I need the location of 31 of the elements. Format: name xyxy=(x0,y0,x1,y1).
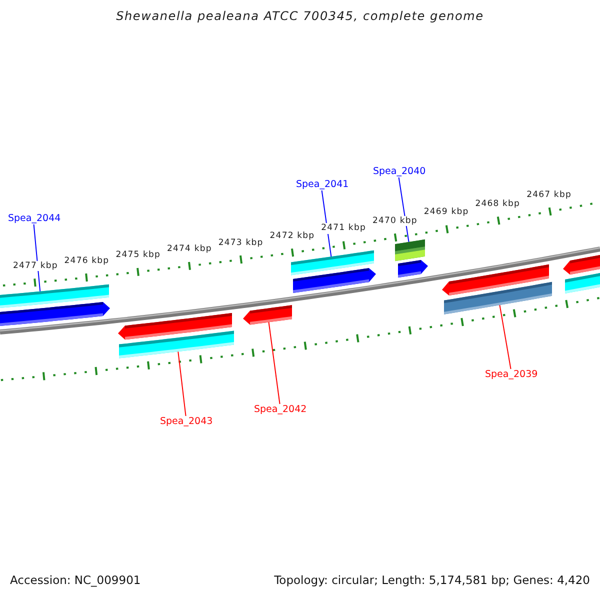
gene-label: Spea_2043 xyxy=(160,416,213,428)
tick-label: 2477 kbp xyxy=(12,260,59,271)
tick-label: 2468 kbp xyxy=(474,198,522,209)
map-title: Shewanella pealeana ATCC 700345, complete genome xyxy=(116,9,484,24)
tick-label: 2469 kbp xyxy=(422,207,470,218)
gene-feature xyxy=(563,255,600,275)
tick-label: 2473 kbp xyxy=(217,238,264,248)
gene-label: Spea_2039 xyxy=(485,369,538,380)
gene-feature xyxy=(0,302,110,326)
tick-label: 2471 kbp xyxy=(320,223,367,234)
gene-label: Spea_2042 xyxy=(254,404,307,416)
leader-line xyxy=(499,304,512,370)
leader-line xyxy=(268,322,280,404)
tick-label: 2467 kbp xyxy=(526,190,572,200)
gene-feature xyxy=(293,268,376,293)
accession-text: Accession: NC_009901 xyxy=(10,574,141,588)
feature-bar xyxy=(395,239,425,262)
gene-label: Spea_2044 xyxy=(8,213,61,224)
feature-bar xyxy=(119,330,234,358)
gene-label: Spea_2041 xyxy=(296,179,349,190)
tick-label: 2475 kbp xyxy=(114,250,162,260)
tick-label: 2476 kbp xyxy=(63,256,110,266)
gene-label: Spea_2040 xyxy=(373,166,426,178)
genome-summary-text: Topology: circular; Length: 5,174,581 bp; Genes: 4,420 xyxy=(274,574,590,588)
tick-label: 2472 kbp xyxy=(268,230,316,241)
tick-label: 2470 kbp xyxy=(372,216,418,226)
feature-bar xyxy=(444,282,552,314)
gene-feature xyxy=(398,260,428,278)
tick-label: 2474 kbp xyxy=(166,244,213,254)
gene-feature xyxy=(243,305,292,325)
feature-bar xyxy=(565,273,600,294)
